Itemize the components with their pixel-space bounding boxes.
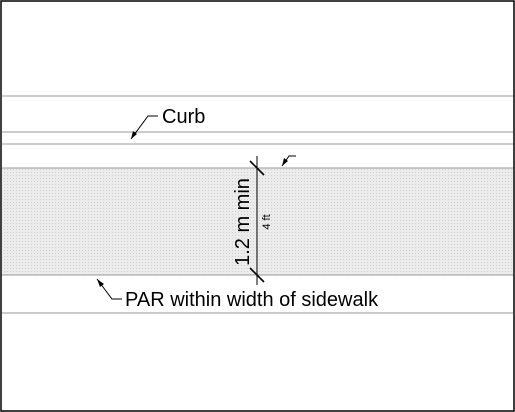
dimension-tick-top — [249, 160, 265, 176]
edge-leader-arrow — [282, 158, 288, 166]
par-leader-line — [96, 278, 122, 300]
dimension-tick-bottom — [249, 267, 265, 283]
par-label: PAR within width of sidewalk — [125, 289, 379, 311]
curb-label: Curb — [162, 106, 205, 128]
dimension-imperial-label: 4 ft — [261, 214, 273, 229]
curb-leader-line — [130, 115, 158, 140]
par-leader-arrow — [97, 279, 104, 287]
dimension-metric-label: 1.2 m min — [232, 178, 254, 266]
curb-leader-arrow — [131, 131, 137, 139]
